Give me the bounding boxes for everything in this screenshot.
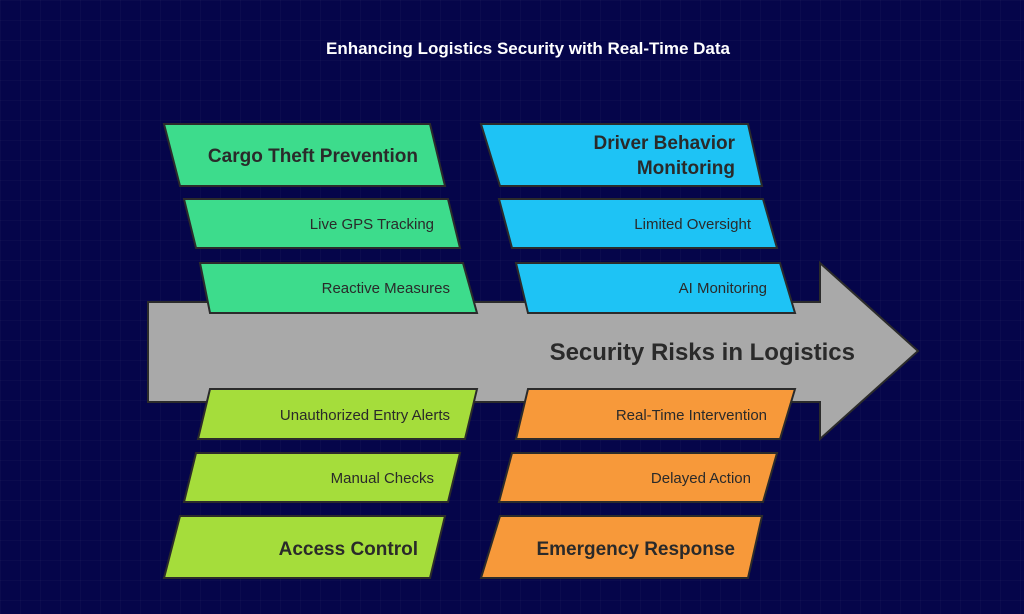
category-item: Live GPS Tracking xyxy=(310,216,434,233)
category-item: Reactive Measures xyxy=(322,280,450,297)
category-header: Emergency Response xyxy=(536,539,735,560)
category-cargo-theft-prevention: Cargo Theft Prevention Live GPS Tracking… xyxy=(162,123,479,314)
category-header-line: Driver Behavior xyxy=(593,133,735,154)
category-item: AI Monitoring xyxy=(679,280,767,297)
category-item: Unauthorized Entry Alerts xyxy=(280,407,450,424)
category-item: Real-Time Intervention xyxy=(616,407,767,424)
category-item: Delayed Action xyxy=(651,470,751,487)
spine-label: Security Risks in Logistics xyxy=(550,339,855,366)
category-driver-behavior-monitoring: Driver Behavior Monitoring Limited Overs… xyxy=(479,123,797,314)
category-emergency-response: Real-Time Intervention Delayed Action Em… xyxy=(479,388,797,579)
category-access-control: Unauthorized Entry Alerts Manual Checks … xyxy=(162,388,479,579)
category-header-line: Monitoring xyxy=(637,158,735,179)
category-item: Manual Checks xyxy=(331,470,434,487)
diagram-title: Enhancing Logistics Security with Real-T… xyxy=(326,39,731,58)
category-item: Limited Oversight xyxy=(634,216,752,233)
category-header: Cargo Theft Prevention xyxy=(208,146,418,167)
category-header: Access Control xyxy=(279,539,418,560)
